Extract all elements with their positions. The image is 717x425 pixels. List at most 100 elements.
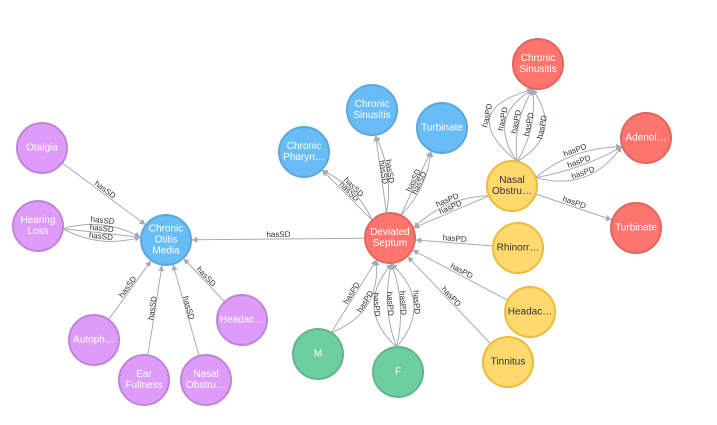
edge-line[interactable]	[515, 88, 534, 162]
edge-line[interactable]	[62, 228, 141, 242]
edge-line[interactable]	[321, 169, 373, 221]
edge-line[interactable]	[415, 237, 494, 247]
edge-line[interactable]	[488, 87, 534, 162]
edge-line[interactable]	[535, 146, 623, 179]
node-autophony[interactable]: Autoph…	[68, 314, 120, 366]
edge-deviated-septum-to-chronic-otitis-media[interactable]: hasSD	[191, 230, 366, 243]
node-nasal-obstruction-purple[interactable]: NasalObstru…	[180, 354, 232, 406]
edge-f-to-deviated-septum[interactable]: hasPD	[371, 263, 397, 348]
edge-line[interactable]	[400, 150, 434, 216]
node-label: Chronic	[287, 141, 321, 152]
node-f[interactable]: F	[372, 346, 424, 398]
node-adenoids[interactable]: Adenoi…	[620, 112, 672, 164]
node-otalgia[interactable]: Otalgia	[16, 122, 68, 174]
node-circle[interactable]	[118, 354, 170, 406]
node-circle[interactable]	[620, 112, 672, 164]
node-circle[interactable]	[610, 202, 662, 254]
edge-label: hasSD	[117, 274, 138, 299]
edge-headache-yellow-to-deviated-septum[interactable]: hasPD	[412, 249, 509, 301]
node-circle[interactable]	[512, 38, 564, 90]
node-circle[interactable]	[12, 200, 64, 252]
edge-line[interactable]	[504, 88, 534, 162]
edge-autophony-to-chronic-otitis-media[interactable]: hasSD	[108, 260, 152, 321]
edge-ear-fullness-to-chronic-otitis-media[interactable]: hasSD	[146, 265, 165, 356]
edge-line[interactable]	[62, 228, 141, 240]
edge-line[interactable]	[400, 150, 432, 216]
edge-line[interactable]	[412, 249, 509, 301]
edge-line[interactable]	[171, 264, 200, 357]
edge-hearing-loss-to-chronic-otitis-media[interactable]: hasSD	[62, 215, 141, 238]
node-circle[interactable]	[364, 212, 416, 264]
node-circle[interactable]	[486, 160, 538, 212]
edge-line[interactable]	[373, 135, 388, 214]
edge-line[interactable]	[147, 265, 165, 356]
node-circle[interactable]	[372, 346, 424, 398]
edge-line[interactable]	[191, 236, 366, 243]
edge-line[interactable]	[108, 260, 152, 321]
edge-line[interactable]	[413, 195, 490, 229]
node-circle[interactable]	[346, 84, 398, 136]
edge-deviated-septum-to-chronic-sinusitis-blue[interactable]: hasSD	[375, 135, 396, 214]
node-circle[interactable]	[140, 214, 192, 266]
node-rhinorrhea[interactable]: Rhinorr…	[492, 222, 544, 274]
edge-line[interactable]	[61, 162, 146, 225]
edge-line[interactable]	[62, 223, 141, 238]
node-label: Headac…	[220, 315, 264, 326]
node-circle[interactable]	[492, 222, 544, 274]
edge-line[interactable]	[535, 193, 612, 221]
edge-line[interactable]	[516, 88, 546, 162]
node-tinnitus[interactable]: Tinnitus	[482, 336, 534, 388]
edge-line[interactable]	[413, 195, 490, 229]
edge-line[interactable]	[391, 263, 415, 348]
edge-rhinorrhea-to-deviated-septum[interactable]: hasPD	[415, 233, 494, 247]
edge-line[interactable]	[373, 263, 397, 348]
edge-deviated-septum-to-chronic-sinusitis-blue[interactable]: hasSD	[373, 135, 390, 214]
edge-line[interactable]	[516, 88, 537, 162]
node-circle[interactable]	[416, 102, 468, 154]
edge-line[interactable]	[375, 135, 390, 214]
node-turbinate-blue[interactable]: Turbinate	[416, 102, 468, 154]
node-label: Hearing	[20, 215, 55, 226]
node-nasal-obstruction-yellow[interactable]: NasalObstru…	[486, 160, 538, 212]
edge-hearing-loss-to-chronic-otitis-media[interactable]: hasSD	[62, 228, 141, 242]
node-chronic-pharyngitis[interactable]: ChronicPharyn…	[278, 126, 330, 178]
node-circle[interactable]	[482, 336, 534, 388]
edge-line[interactable]	[386, 263, 397, 348]
node-circle[interactable]	[504, 286, 556, 338]
edge-label: hasPD	[411, 290, 421, 315]
node-circle[interactable]	[292, 328, 344, 380]
node-circle[interactable]	[180, 354, 232, 406]
edge-label: hasPD	[562, 194, 588, 210]
node-circle[interactable]	[216, 294, 268, 346]
edge-nasal-obstruction-purple-to-chronic-otitis-media[interactable]: hasSD	[171, 264, 200, 357]
edge-line[interactable]	[330, 259, 377, 334]
edge-line[interactable]	[183, 258, 226, 303]
edge-hearing-loss-to-chronic-otitis-media[interactable]: hasSD	[62, 223, 141, 240]
node-label: Nasal	[499, 175, 525, 186]
edge-f-to-deviated-septum[interactable]: hasPD	[390, 263, 409, 348]
edge-f-to-deviated-septum[interactable]: hasPD	[391, 263, 422, 348]
node-circle[interactable]	[68, 314, 120, 366]
edge-line[interactable]	[331, 259, 380, 334]
edge-nasal-obstruction-yellow-to-turbinate-red[interactable]: hasPD	[535, 193, 612, 221]
edge-line[interactable]	[407, 256, 492, 345]
node-m[interactable]: M	[292, 328, 344, 380]
node-label: Obstru…	[492, 186, 532, 197]
edge-line[interactable]	[390, 263, 402, 348]
edge-label: hasPD	[480, 103, 494, 129]
node-headache-purple[interactable]: Headac…	[216, 294, 268, 346]
node-circle[interactable]	[16, 122, 68, 174]
edge-f-to-deviated-septum[interactable]: hasPD	[385, 263, 397, 348]
edge-line[interactable]	[535, 146, 622, 182]
node-turbinate-red[interactable]: Turbinate	[610, 202, 662, 254]
node-headache-yellow[interactable]: Headac…	[504, 286, 556, 338]
node-circle[interactable]	[278, 126, 330, 178]
edge-line[interactable]	[535, 143, 623, 178]
